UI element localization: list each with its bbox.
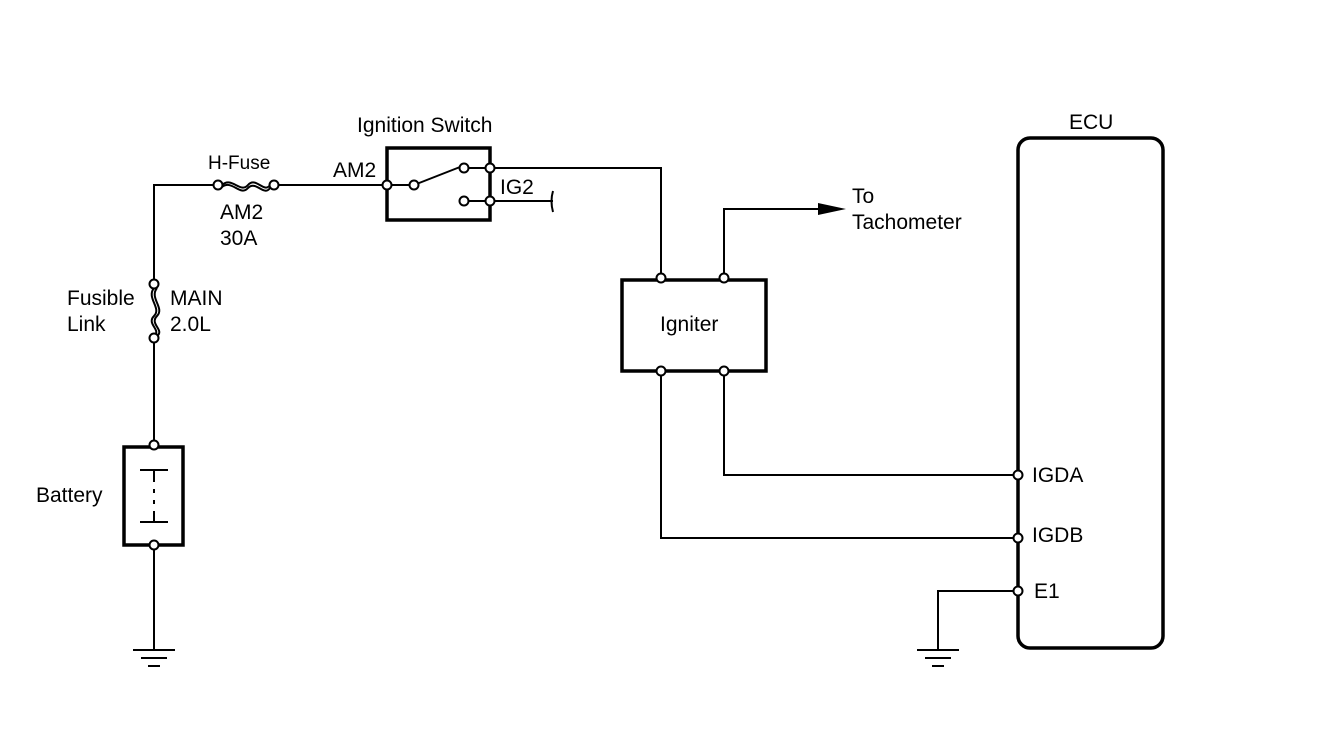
switch-ig2-label: IG2: [500, 176, 534, 199]
ig2-to-igniter-wire: [490, 167, 662, 278]
h-fuse-right-terminal: [268, 179, 280, 191]
fusible-rating-label: 2.0L: [170, 313, 211, 336]
igniter-igda-terminal: [718, 365, 730, 377]
switch-branch-break: [550, 190, 554, 213]
igniter-tach-terminal: [718, 272, 730, 284]
h-fuse-left-terminal: [212, 179, 224, 191]
switch-pivot-terminal: [408, 179, 420, 191]
switch-ig2-terminal: [484, 162, 496, 174]
battery-positive-terminal: [148, 439, 160, 451]
fusible-link: [148, 278, 161, 344]
tachometer-arrow-icon: [818, 203, 846, 215]
battery-cell-icon: [140, 469, 168, 523]
ignition-switch-title: Ignition Switch: [357, 114, 492, 137]
h-fuse-rating-label: 30A: [220, 227, 257, 250]
battery-negative-terminal: [148, 539, 160, 551]
ecu-igdb-terminal: [1012, 532, 1024, 544]
switch-ig2-lower-terminal: [484, 195, 496, 207]
ecu-e1-terminal: [1012, 585, 1024, 597]
fusible-to-hfuse-wire: [153, 184, 218, 284]
ecu: [1012, 136, 1165, 650]
e1-ground-wire: [937, 590, 1018, 650]
ecu-label: ECU: [1069, 111, 1113, 134]
h-fuse-name-label: AM2: [220, 201, 263, 224]
switch-blade-icon: [413, 166, 461, 186]
switch-am2-terminal: [381, 179, 393, 191]
h-fuse: [212, 179, 280, 192]
tachometer-label-line1: To: [852, 185, 874, 208]
igniter-input-terminal: [655, 272, 667, 284]
battery: [122, 439, 185, 551]
igniter: [620, 272, 768, 377]
fusible-link-label-line2: Link: [67, 313, 106, 336]
igniter-to-igdb-wire: [660, 371, 1018, 539]
switch-am2-label: AM2: [333, 159, 376, 182]
ecu-igda-terminal: [1012, 469, 1024, 481]
wires: [153, 167, 1018, 650]
igniter-to-igda-wire: [723, 371, 1018, 476]
battery-label: Battery: [36, 484, 103, 507]
h-fuse-label: H-Fuse: [208, 153, 270, 174]
igniter-label: Igniter: [660, 313, 718, 336]
igdb-label: IGDB: [1032, 524, 1083, 547]
igniter-igdb-terminal: [655, 365, 667, 377]
igda-label: IGDA: [1032, 464, 1083, 487]
switch-contact-upper: [458, 162, 470, 174]
fusible-main-label: MAIN: [170, 287, 223, 310]
tachometer-label-line2: Tachometer: [852, 211, 962, 234]
fusible-link-bottom-terminal: [148, 332, 160, 344]
igniter-to-tach-wire: [723, 208, 818, 278]
fusible-link-icon: [150, 287, 158, 337]
fusible-link-top-terminal: [148, 278, 160, 290]
battery-ground-icon: [133, 649, 175, 667]
ignition-switch: [381, 146, 496, 222]
fusible-link-label-line1: Fusible: [67, 287, 135, 310]
h-fuse-icon: [221, 181, 271, 189]
switch-contact-lower: [458, 195, 470, 207]
ecu-ground-icon: [917, 649, 959, 667]
e1-label: E1: [1034, 580, 1060, 603]
